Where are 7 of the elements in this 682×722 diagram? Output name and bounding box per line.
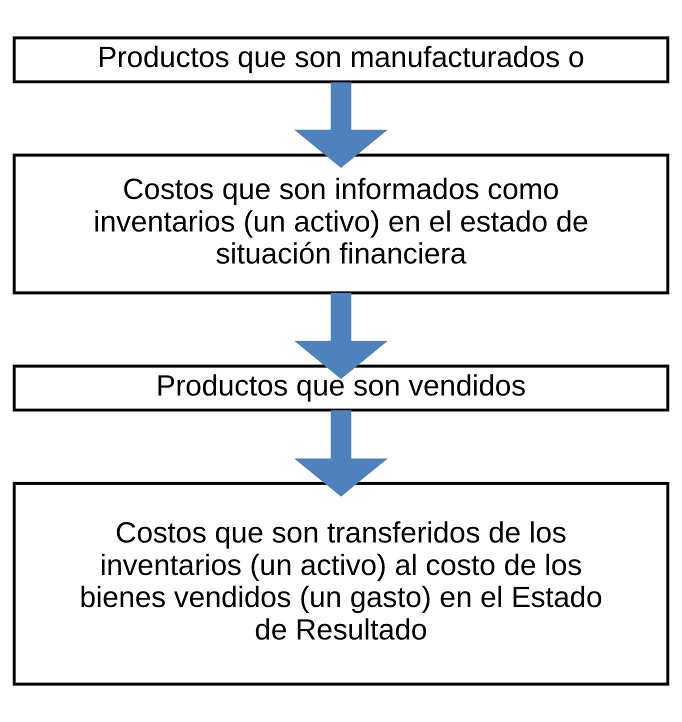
- node-box: Productos que son vendidos: [12, 364, 670, 412]
- arrow: [294, 410, 388, 497]
- arrow: [294, 292, 388, 380]
- node-box: Costos que son informados como inventarios (un activo) en el estado de situación financiera: [12, 154, 670, 294]
- arrow: [294, 82, 388, 168]
- node-box: Productos que son manufacturados o: [12, 36, 670, 84]
- node-box: Costos que son transferidos de los inventarios (un activo) al costo de los bienes vendidos (un gasto) en el Estado de Resultado: [12, 482, 670, 686]
